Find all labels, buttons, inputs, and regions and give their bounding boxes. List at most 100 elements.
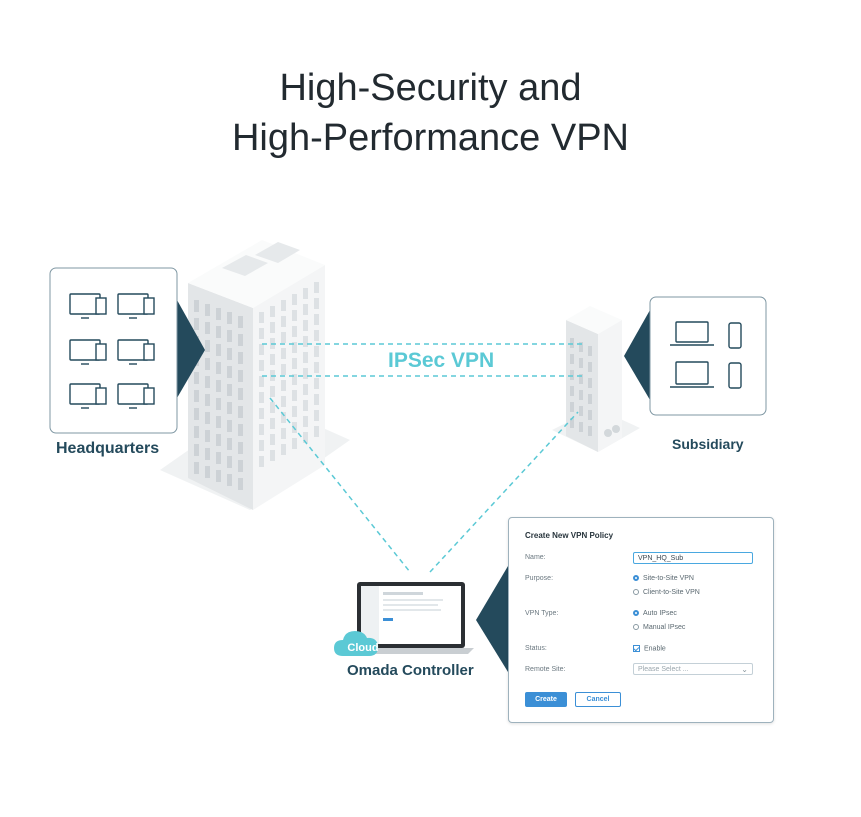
subsidiary-window: [588, 346, 592, 356]
hq-window: [216, 380, 221, 392]
hq-window: [270, 402, 275, 413]
hq-window: [238, 388, 243, 400]
cloud-label: Cloud: [347, 642, 379, 654]
hq-window: [303, 368, 308, 379]
hq-window: [270, 322, 275, 333]
hq-window: [216, 398, 221, 410]
subsidiary-window: [588, 426, 592, 436]
hq-window: [303, 400, 308, 411]
vpn-type-option-auto[interactable]: Auto IPsec: [633, 610, 677, 617]
monitor-icon: [117, 383, 155, 409]
hq-window: [238, 460, 243, 472]
hq-window: [194, 300, 199, 312]
hq-window: [314, 330, 319, 341]
purpose-label: Purpose:: [525, 575, 554, 582]
hq-window: [292, 294, 297, 305]
dialog-title: Create New VPN Policy: [525, 531, 614, 540]
remote-site-select[interactable]: Please Select ...⌄: [633, 663, 753, 675]
hq-window: [281, 364, 286, 375]
purpose-option-site-to-site[interactable]: Site-to-Site VPN: [633, 575, 694, 582]
hq-window: [238, 442, 243, 454]
hq-window: [303, 384, 308, 395]
purpose-option-client-to-site[interactable]: Client-to-Site VPN: [633, 589, 700, 596]
subsidiary-devices-card: [624, 296, 767, 416]
hq-window: [292, 326, 297, 337]
hq-window: [281, 316, 286, 327]
subsidiary-controller-link: [429, 411, 579, 573]
subsidiary-label: Subsidiary: [672, 436, 744, 452]
hq-window: [270, 418, 275, 429]
hq-window: [216, 434, 221, 446]
subsidiary-window: [570, 354, 574, 364]
cancel-button[interactable]: Cancel: [575, 692, 621, 707]
hq-window: [205, 412, 210, 424]
hq-window: [238, 352, 243, 364]
hq-window: [205, 304, 210, 316]
hq-window: [216, 308, 221, 320]
hq-window: [314, 282, 319, 293]
hq-window: [194, 390, 199, 402]
subsidiary-window: [579, 358, 583, 368]
hq-window: [227, 330, 232, 342]
hq-window: [259, 344, 264, 355]
hq-window: [259, 360, 264, 371]
subsidiary-phone-icon-2: [728, 362, 742, 389]
subsidiary-window: [570, 418, 574, 428]
hq-window: [227, 438, 232, 450]
vpn-type-option-manual[interactable]: Manual IPsec: [633, 624, 685, 631]
hq-window: [216, 326, 221, 338]
subsidiary-window: [570, 402, 574, 412]
radio-selected-icon: [633, 575, 639, 582]
vpn-type-option-label: Manual IPsec: [643, 624, 686, 631]
hq-window: [281, 348, 286, 359]
hq-window: [314, 426, 319, 437]
hq-window: [205, 448, 210, 460]
hq-window: [281, 332, 286, 343]
hq-window: [292, 438, 297, 449]
hq-window: [303, 352, 308, 363]
name-input[interactable]: VPN_HQ_Sub: [633, 552, 753, 564]
hq-window: [216, 452, 221, 464]
hq-window: [205, 376, 210, 388]
monitor-icon: [69, 383, 107, 409]
hq-window: [292, 358, 297, 369]
hq-controller-link: [269, 397, 411, 573]
hq-window: [281, 412, 286, 423]
hq-window: [292, 310, 297, 321]
hq-window: [238, 478, 243, 490]
hq-window: [303, 336, 308, 347]
hq-window: [194, 372, 199, 384]
hq-window: [205, 358, 210, 370]
checkbox-checked-icon: [633, 645, 640, 652]
hq-window: [205, 394, 210, 406]
subsidiary-window: [570, 338, 574, 348]
subsidiary-window: [588, 394, 592, 404]
create-button[interactable]: Create: [525, 692, 567, 707]
subsidiary-window: [579, 406, 583, 416]
hq-window: [259, 312, 264, 323]
hq-window: [227, 474, 232, 486]
hq-window: [259, 328, 264, 339]
create-vpn-policy-dialog: Create New VPN Policy Name: VPN_HQ_Sub P…: [508, 517, 774, 723]
hq-window: [216, 362, 221, 374]
subsidiary-window: [588, 362, 592, 372]
hq-window: [314, 314, 319, 325]
hq-window: [194, 408, 199, 420]
hq-window: [303, 304, 308, 315]
hq-window: [194, 462, 199, 474]
subsidiary-laptop-icon-2: [670, 361, 714, 388]
page-title-line1: High-Security and: [279, 67, 582, 109]
hq-monitors: [69, 293, 155, 409]
hq-window: [216, 416, 221, 428]
hq-window: [227, 366, 232, 378]
hq-window: [259, 392, 264, 403]
vpn-type-label: VPN Type:: [525, 610, 559, 617]
subsidiary-window: [579, 390, 583, 400]
monitor-icon: [117, 293, 155, 319]
hq-window: [281, 428, 286, 439]
hq-window: [238, 334, 243, 346]
headquarters-label: Headquarters: [56, 440, 160, 457]
subsidiary-window: [570, 386, 574, 396]
hq-window: [259, 376, 264, 387]
status-enable-checkbox[interactable]: Enable: [633, 645, 666, 652]
